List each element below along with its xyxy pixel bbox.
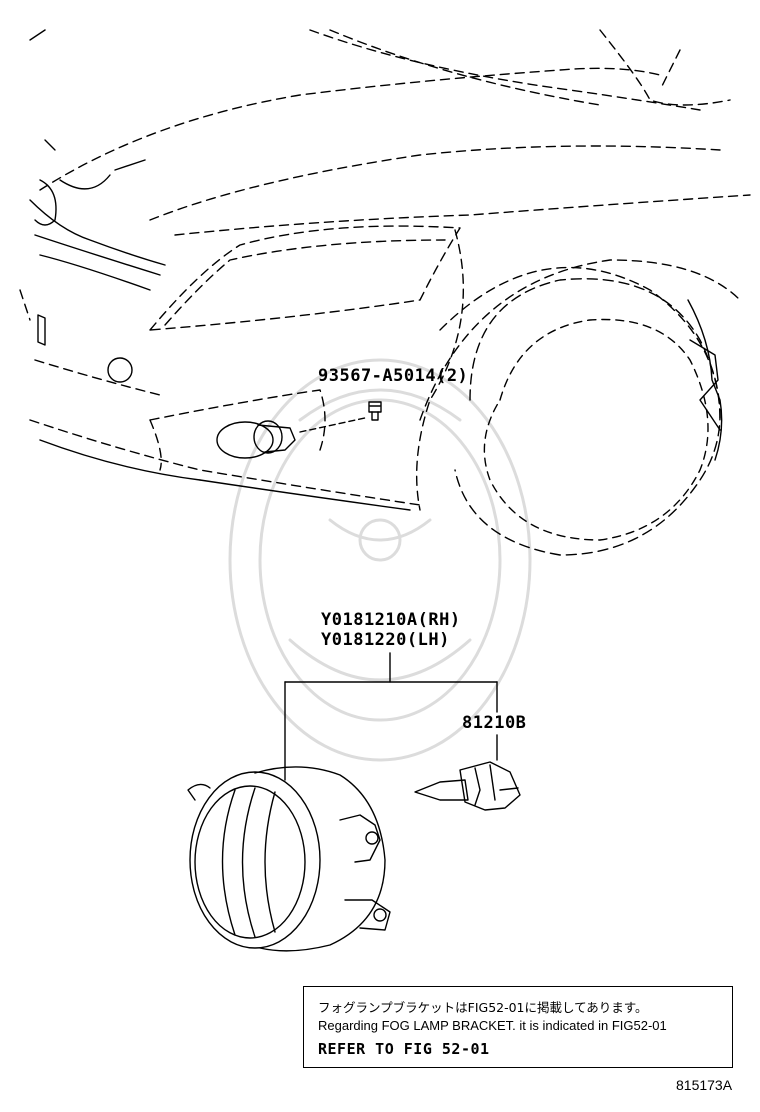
figure-number: 815173A bbox=[676, 1077, 733, 1093]
bulb-part-number[interactable]: 81210B bbox=[462, 713, 527, 733]
note-refer-link[interactable]: REFER TO FIG 52-01 bbox=[318, 1040, 490, 1058]
note-box: フォグランプブラケットはFIG52-01に掲載してあります。 Regarding… bbox=[303, 986, 733, 1068]
watermark-logo bbox=[228, 358, 532, 762]
note-english: Regarding FOG LAMP BRACKET. it is indica… bbox=[318, 1018, 667, 1033]
front-tire bbox=[454, 278, 723, 556]
fog-lamp-rh-part-number[interactable]: Y0181210A(RH) bbox=[321, 610, 461, 630]
front-grille bbox=[29, 29, 411, 511]
fog-lamp-installed bbox=[216, 417, 366, 459]
side-marker-icon bbox=[107, 357, 133, 383]
fog-lamp-assembly bbox=[187, 766, 391, 952]
leader-lines bbox=[284, 652, 498, 781]
note-japanese: フォグランプブラケットはFIG52-01に掲載してあります。 bbox=[318, 1000, 648, 1015]
bulb-icon bbox=[414, 761, 521, 811]
fog-lamp-lh-part-number[interactable]: Y0181220(LH) bbox=[321, 630, 450, 650]
screw-part-number[interactable]: 93567-A5014(2) bbox=[318, 366, 469, 386]
screw-icon bbox=[368, 401, 382, 421]
car-body-outline bbox=[19, 29, 751, 511]
